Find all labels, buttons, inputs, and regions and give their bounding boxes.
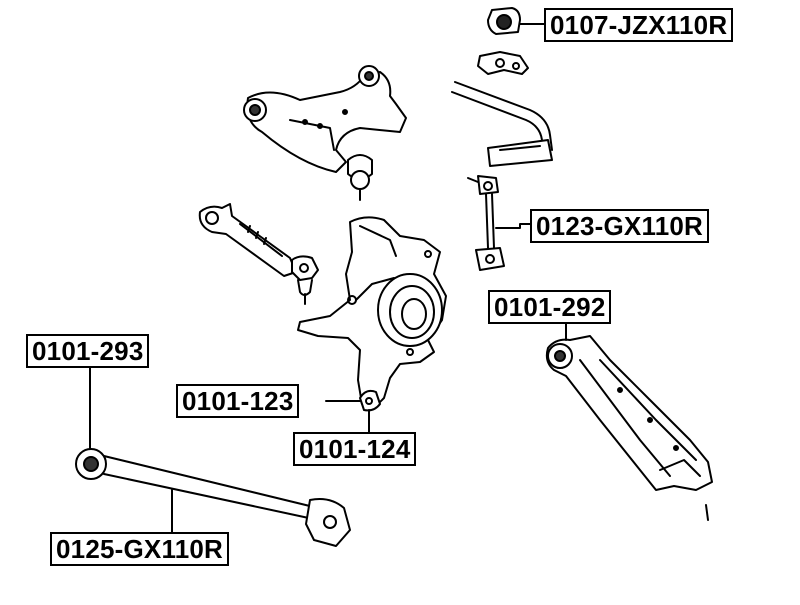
stabilizer-bar — [451, 81, 553, 167]
part-label-knuckle-bushing-a: 0101-123 — [176, 384, 300, 418]
part-label-trailing-arm-bushing: 0101-292 — [488, 290, 612, 324]
part-label-knuckle-bushing-b: 0101-124 — [293, 432, 417, 466]
part-label-stabilizer-bushing: 0107-JZX110R — [544, 8, 734, 42]
stabilizer-link — [467, 175, 505, 271]
upper-control-arm — [243, 65, 407, 201]
part-label-lateral-arm-bushing: 0101-293 — [26, 334, 150, 368]
toe-control-rod — [198, 203, 319, 305]
part-label-lateral-rod: 0125-GX110R — [50, 532, 229, 566]
steering-knuckle — [297, 216, 447, 412]
lower-trailing-arm — [545, 335, 713, 521]
leader-lines — [89, 23, 567, 535]
lateral-rod — [75, 448, 351, 547]
part-label-stabilizer-link: 0123-GX110R — [530, 209, 709, 243]
stabilizer-bushing — [477, 7, 529, 75]
leader-stabilizer-link — [495, 223, 531, 229]
